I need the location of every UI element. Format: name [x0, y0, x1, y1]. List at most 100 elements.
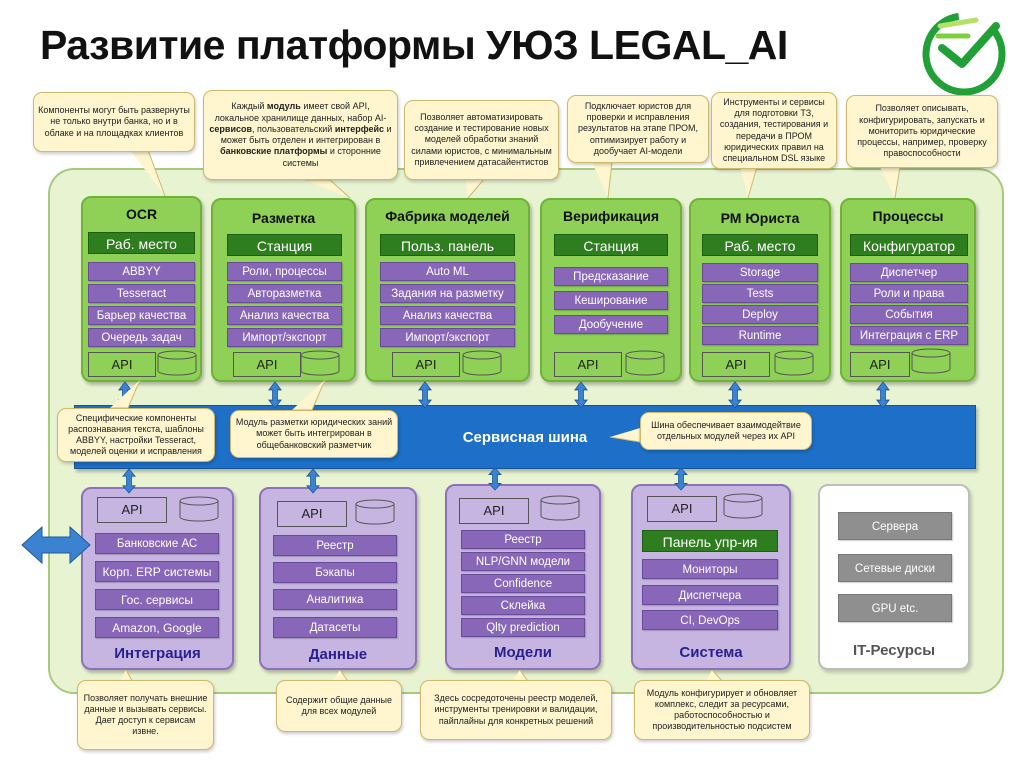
module-title: OCR	[125, 206, 158, 222]
lawyer-workplace-button[interactable]: Раб. место	[702, 234, 818, 256]
model-factory-panel-button[interactable]: Польз. панель	[380, 234, 515, 256]
callout-text: и сторонние системы	[282, 146, 381, 168]
list-item: Реестр	[273, 535, 397, 556]
api-box: API	[554, 352, 622, 377]
module-lawyer-workplace: РМ Юриста Раб. место Storage Tests Deplo…	[689, 198, 831, 382]
callout-bold: банковские платформы	[220, 146, 328, 157]
list-item: Диспетчер	[850, 263, 968, 282]
list-item: Датасеты	[273, 617, 397, 638]
list-item: Confidence	[461, 574, 585, 593]
list-item: Runtime	[702, 326, 818, 345]
list-item: Очередь задач	[88, 328, 195, 347]
callout-bold: модуль	[266, 101, 301, 112]
callout-lawyer-tools: Инструменты и сервисы для подготовки ТЗ,…	[711, 92, 837, 169]
markup-station-button[interactable]: Станция	[227, 234, 342, 256]
module-verification: Верификация Станция Предсказание Кеширов…	[540, 198, 682, 382]
list-item: Предсказание	[554, 267, 668, 286]
module-title: Модели	[493, 644, 553, 661]
list-item: Корп. ERP системы	[95, 561, 219, 582]
callout-bus: Шина обеспечивает взаимодейтвие отдельны…	[640, 412, 812, 450]
callout-data: Содержит общие данные для всех модулей	[276, 680, 402, 732]
callout-integration: Позволяет получать внешние данные и вызы…	[77, 680, 214, 750]
ocr-workplace-button[interactable]: Раб. место	[88, 232, 195, 254]
module-ocr: OCR Раб. место ABBYY Tesseract Барьер ка…	[81, 196, 202, 382]
list-item: Tests	[702, 284, 818, 303]
module-integration: API Банковские АС Корп. ERP системы Гос.…	[81, 487, 234, 670]
list-item: Гос. сервисы	[95, 589, 219, 610]
list-item: Задания на разметку	[380, 284, 515, 303]
list-item: Аналитика	[273, 589, 397, 610]
list-item: Реестр	[461, 530, 585, 549]
callout-text: имеет свой API, локальное хранилище данн…	[214, 101, 387, 123]
module-title: Процессы	[872, 208, 944, 224]
module-title: Интеграция	[114, 645, 201, 662]
module-title: РМ Юриста	[720, 210, 800, 226]
list-item: Auto ML	[380, 262, 515, 281]
callout-text: , пользовательский	[252, 123, 335, 134]
page-title: Развитие платформы УЮЗ LEGAL_AI	[40, 22, 788, 68]
list-item: Дообучение	[554, 315, 668, 334]
control-panel-button[interactable]: Панель упр-ия	[642, 530, 778, 552]
list-item: Tesseract	[88, 284, 195, 303]
list-item: Кеширование	[554, 291, 668, 310]
service-bus: Сервисная шина	[74, 405, 976, 469]
callout-ocr-components: Специфические компоненты распознавания т…	[57, 408, 215, 462]
api-box: API	[277, 501, 347, 527]
callout-system: Модуль конфигурирует и обновляет комплек…	[634, 680, 810, 740]
list-item: GPU etc.	[838, 594, 952, 622]
list-item: ABBYY	[88, 262, 195, 281]
callout-markup-integration: Модуль разметки юридических заний может …	[230, 410, 398, 458]
module-title: Фабрика моделей	[385, 208, 510, 224]
list-item: Авторазметка	[227, 284, 342, 303]
service-bus-label: Сервисная шина	[462, 428, 588, 446]
api-box: API	[97, 497, 167, 523]
callout-deployment: Компоненты могут быть развернуты не толь…	[33, 92, 195, 152]
api-box: API	[88, 352, 156, 377]
callout-text: и может быть отделен и интегрирован в	[220, 123, 392, 145]
callout-model-factory: Позволяет автоматизировать создание и те…	[404, 100, 559, 180]
callout-module-info: Каждый модуль имеет свой API, локальное …	[203, 90, 398, 180]
module-it-resources: Сервера Сетевые диски GPU etc. IT-Ресурс…	[818, 484, 970, 670]
module-models: API Реестр NLP/GNN модели Confidence Скл…	[445, 484, 601, 670]
list-item: NLP/GNN модели	[461, 552, 585, 571]
list-item: Анализ качества	[380, 306, 515, 325]
list-item: Qlty prediction	[461, 618, 585, 637]
list-item: Склейка	[461, 596, 585, 615]
list-item: Сетевые диски	[838, 554, 952, 582]
module-markup: Разметка Станция Роли, процессы Авторазм…	[211, 198, 356, 382]
list-item: Deploy	[702, 305, 818, 324]
module-data: API Реестр Бэкапы Аналитика Датасеты Дан…	[259, 487, 417, 670]
callout-verification: Подключает юристов для проверки и исправ…	[567, 95, 709, 163]
api-box: API	[392, 352, 460, 377]
list-item: Storage	[702, 263, 818, 282]
callout-text: Каждый	[231, 101, 267, 112]
list-item: Барьер качества	[88, 306, 195, 325]
sber-logo-icon	[922, 12, 1006, 96]
list-item: Интеграция с ERP	[850, 326, 968, 345]
callout-models: Здесь сосредоточены реестр моделей, инст…	[420, 680, 612, 740]
module-model-factory: Фабрика моделей Польз. панель Auto ML За…	[365, 198, 530, 382]
module-system: API Панель упр-ия Мониторы Диспетчера CI…	[631, 484, 791, 670]
callout-processes: Позволяет описывать, конфигурировать, за…	[846, 95, 998, 168]
list-item: Мониторы	[642, 559, 778, 579]
list-item: Диспетчера	[642, 585, 778, 605]
api-box: API	[702, 352, 770, 377]
module-title: Система	[679, 644, 743, 661]
list-item: Роли, процессы	[227, 262, 342, 281]
list-item: CI, DevOps	[642, 610, 778, 630]
list-item: Сервера	[838, 512, 952, 540]
module-title: Данные	[308, 646, 368, 663]
list-item: Импорт/экспорт	[380, 328, 515, 347]
module-title: Верификация	[562, 208, 660, 224]
list-item: Анализ качества	[227, 306, 342, 325]
verification-station-button[interactable]: Станция	[554, 234, 668, 256]
api-box: API	[850, 352, 910, 377]
api-box: API	[647, 496, 717, 522]
callout-bold: сервисов	[209, 123, 253, 134]
configurator-button[interactable]: Конфигуратор	[850, 234, 968, 256]
list-item: Импорт/экспорт	[227, 328, 342, 347]
api-box: API	[233, 352, 301, 377]
module-processes: Процессы Конфигуратор Диспетчер Роли и п…	[840, 198, 976, 382]
list-item: Amazon, Google	[95, 617, 219, 638]
api-box: API	[459, 498, 529, 524]
